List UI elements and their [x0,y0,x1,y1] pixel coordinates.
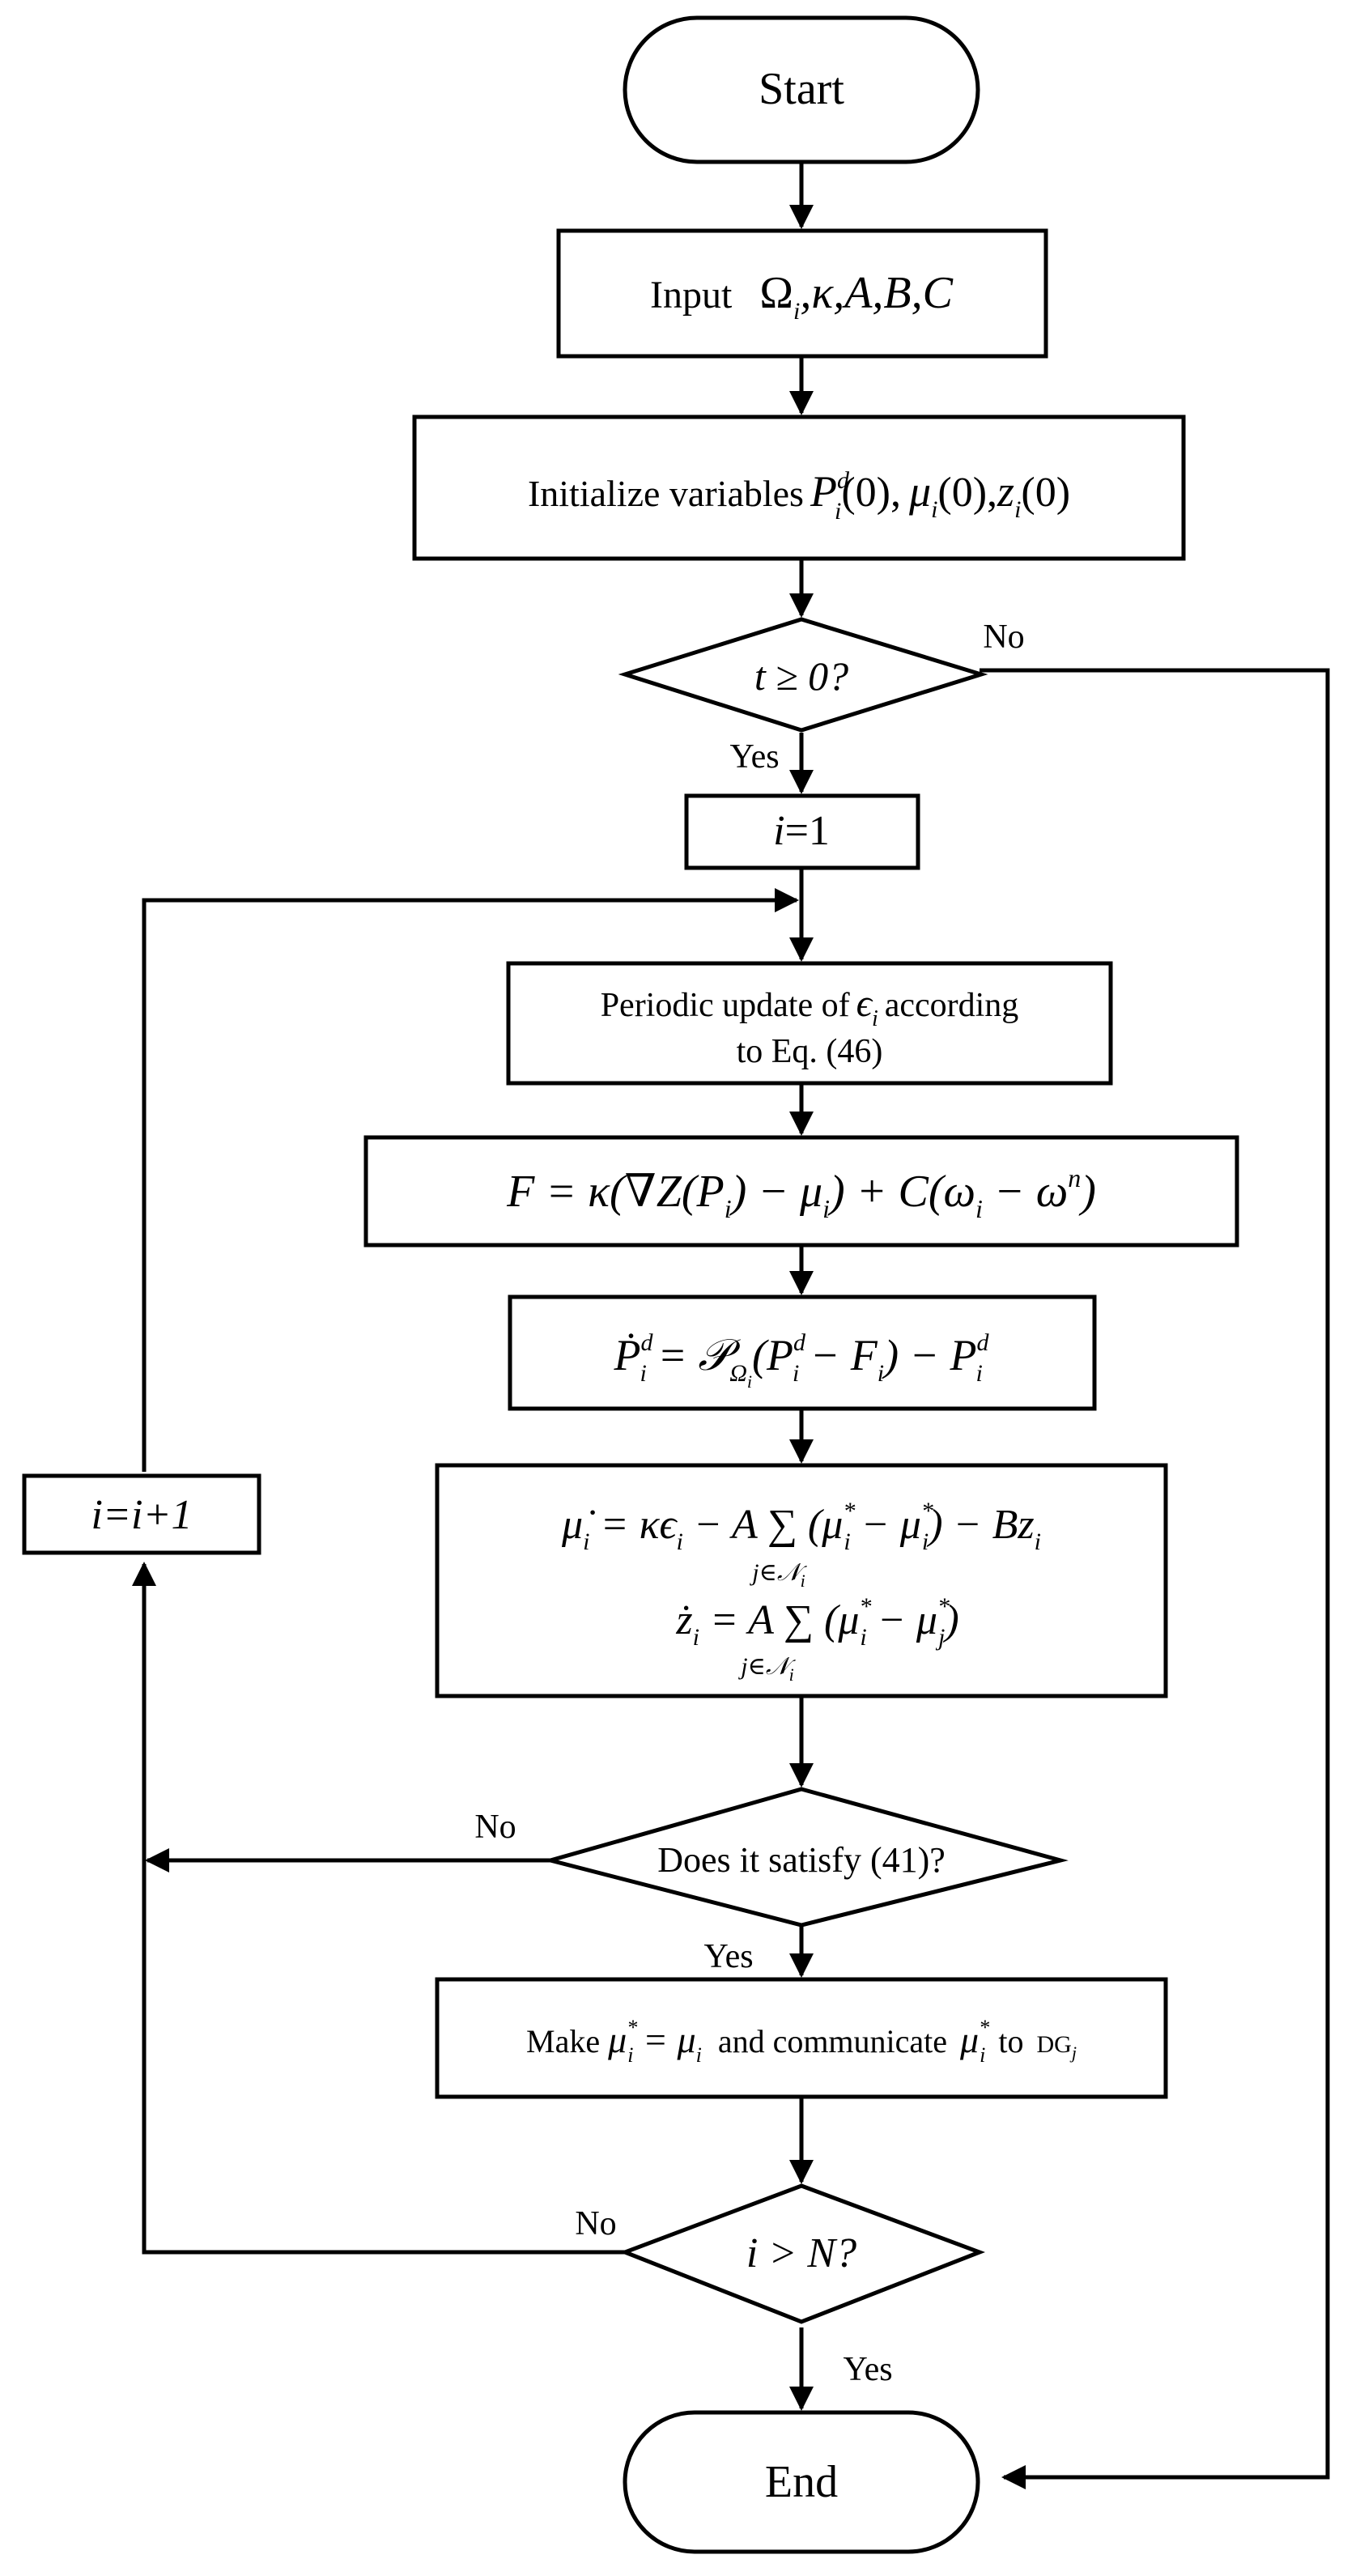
eq-F-node [363,1135,1239,1248]
periodic-line2: to Eq. (46) [737,1033,883,1070]
eq-P-node [508,1294,1097,1411]
decision-N-node [619,2183,986,2324]
i-init-label: i=1 [773,808,830,854]
init-node [412,414,1186,561]
eq-F-label: F = κ(∇Z(Pi) − μi) + C(ωi − ωn) [506,1163,1096,1223]
periodic-node [506,961,1113,1086]
eq-mu-z-node [435,1463,1168,1698]
decision-41-node [542,1787,1069,1928]
end-node [623,2410,980,2554]
input-node [556,228,1048,359]
increment-label: i=i+1 [91,1492,192,1538]
decision-N-no-label: No [575,2205,616,2242]
edge-decisionN-no [132,1562,625,2255]
end-label: End [765,2457,838,2507]
communicate-node [435,1977,1168,2099]
decision-41-no-label: No [474,1809,516,1846]
eq-z-label: żi = A ∑ (μ*i − μ*j) [675,1593,958,1651]
eq-mu-label: μ̇i = κϵi − A ∑ (μ*i − μ*i) − Bzi [561,1498,1041,1555]
decision-t-no-label: No [983,618,1024,656]
decision-N-label: i > N? [746,2230,856,2276]
start-node [623,15,980,164]
decision-N-yes-label: Yes [843,2351,892,2388]
eq-z-sum-index: j∈𝒩i [737,1653,797,1685]
decision-t-node [618,617,988,733]
edges [132,162,1330,2489]
decision-41-yes-label: Yes [703,1938,753,1975]
edge-decision-t-no-end [980,668,1330,2489]
eq-mu-sum-index: j∈𝒩i [749,1559,808,1591]
i-init-node [684,793,920,870]
edge-increment-loop [142,888,799,1472]
start-label: Start [759,64,844,114]
decision-t-yes-label: Yes [729,738,779,776]
decision-t-label: t ≥ 0? [754,653,848,699]
decision-41-label: Does it satisfy (41)? [657,1840,946,1880]
increment-node [22,1473,261,1555]
